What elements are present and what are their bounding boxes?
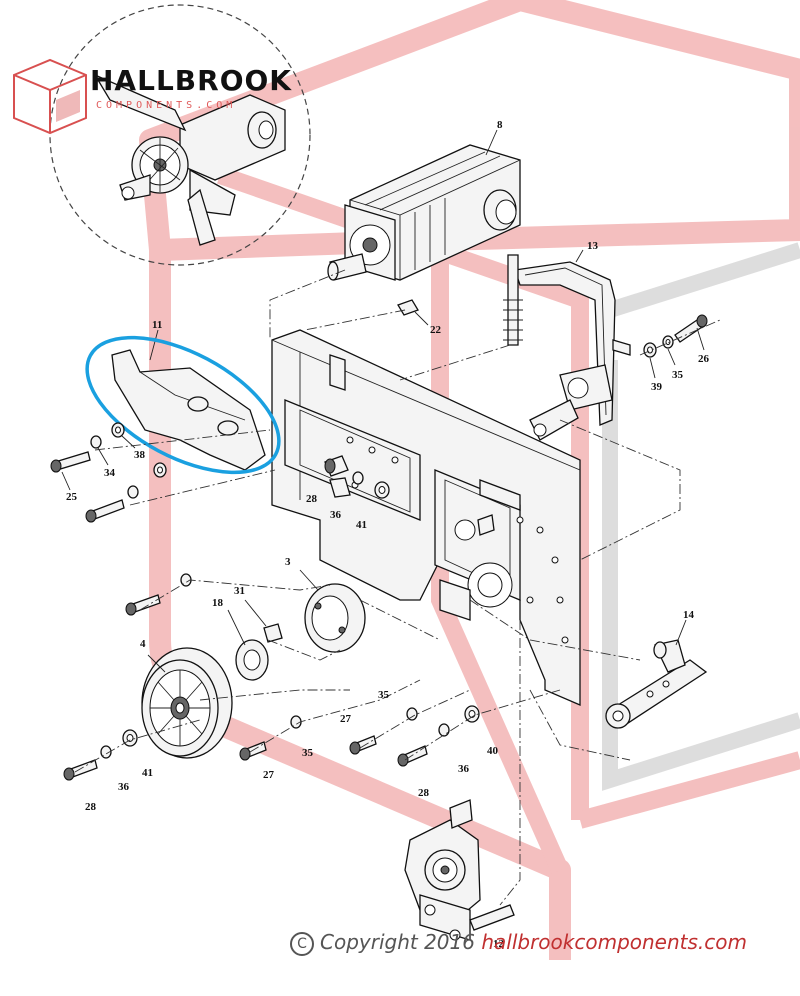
logo-tagline: COMPONENTS.COM [96, 100, 237, 111]
watermark-grey-top [607, 242, 800, 318]
callout-40: 40 [487, 745, 499, 757]
copyright-text: Copyright 2016 [320, 930, 475, 954]
part-14-crank [605, 619, 708, 729]
callout-12: 12 [493, 938, 505, 950]
watermark-bottom-right [577, 751, 800, 829]
callout-26: 26 [698, 353, 710, 365]
callout-35: 35 [302, 747, 314, 759]
callout-36: 36 [118, 781, 130, 793]
callout-18: 18 [212, 597, 224, 609]
part-31-screw [244, 599, 283, 643]
callout-14: 14 [683, 609, 695, 621]
part-12-lower-assembly [404, 799, 515, 941]
callout-28: 28 [418, 787, 430, 799]
callout-41: 41 [142, 767, 153, 779]
inset-dashed-circle [49, 4, 311, 266]
part-28-36-41-center [324, 455, 390, 499]
main-frame-plate [271, 329, 581, 706]
part-39-washer [643, 342, 657, 379]
callout-13: 13 [587, 240, 599, 252]
callout-41: 41 [356, 519, 367, 531]
callout-4: 4 [140, 638, 146, 650]
part-3-hub [299, 569, 366, 653]
callout-27: 27 [340, 713, 352, 725]
callout-34: 34 [104, 467, 116, 479]
callout-3: 3 [285, 556, 291, 568]
callout-39: 39 [651, 381, 663, 393]
callout-27: 27 [263, 769, 275, 781]
logo-wordmark: HALLBROOK [90, 64, 292, 97]
part-4-pulley [141, 647, 233, 759]
part-8-motor [327, 129, 521, 281]
highlight-ellipse [85, 335, 281, 475]
callout-22: 22 [430, 324, 442, 336]
part-25-screws [50, 451, 125, 523]
copyright-icon: C [290, 931, 314, 956]
part-34-washers [90, 435, 139, 499]
callout-28: 28 [85, 801, 97, 813]
part-26-screw [674, 314, 708, 351]
callout-31: 31 [234, 585, 245, 597]
callout-28: 28 [306, 493, 318, 505]
part-13-bracket [503, 249, 631, 441]
callout-11: 11 [152, 319, 162, 331]
part-18-bearing [227, 609, 269, 681]
part-lower-left-screws [63, 729, 138, 781]
callout-35: 35 [378, 689, 390, 701]
part-22-key [397, 299, 429, 326]
part-38-washers [111, 422, 167, 478]
callout-35: 35 [672, 369, 684, 381]
copyright-site: hallbrookcomponents.com [481, 930, 747, 954]
part-27-35-lower [239, 707, 418, 761]
callout-25: 25 [66, 491, 78, 503]
part-28-36-40-lower [397, 705, 480, 767]
assembly-leader-lines [74, 269, 721, 906]
callout-36: 36 [330, 509, 342, 521]
watermark-grey-right [602, 360, 800, 791]
callout-36: 36 [458, 763, 470, 775]
callout-labels: 8 13 22 26 35 39 11 38 34 25 28 36 41 3 … [66, 119, 710, 950]
part-11-guard-plate [111, 329, 266, 471]
inset-assembly-view [49, 4, 311, 266]
callout-8: 8 [497, 119, 503, 131]
callout-38: 38 [134, 449, 146, 461]
logo-cube-icon [13, 58, 87, 135]
